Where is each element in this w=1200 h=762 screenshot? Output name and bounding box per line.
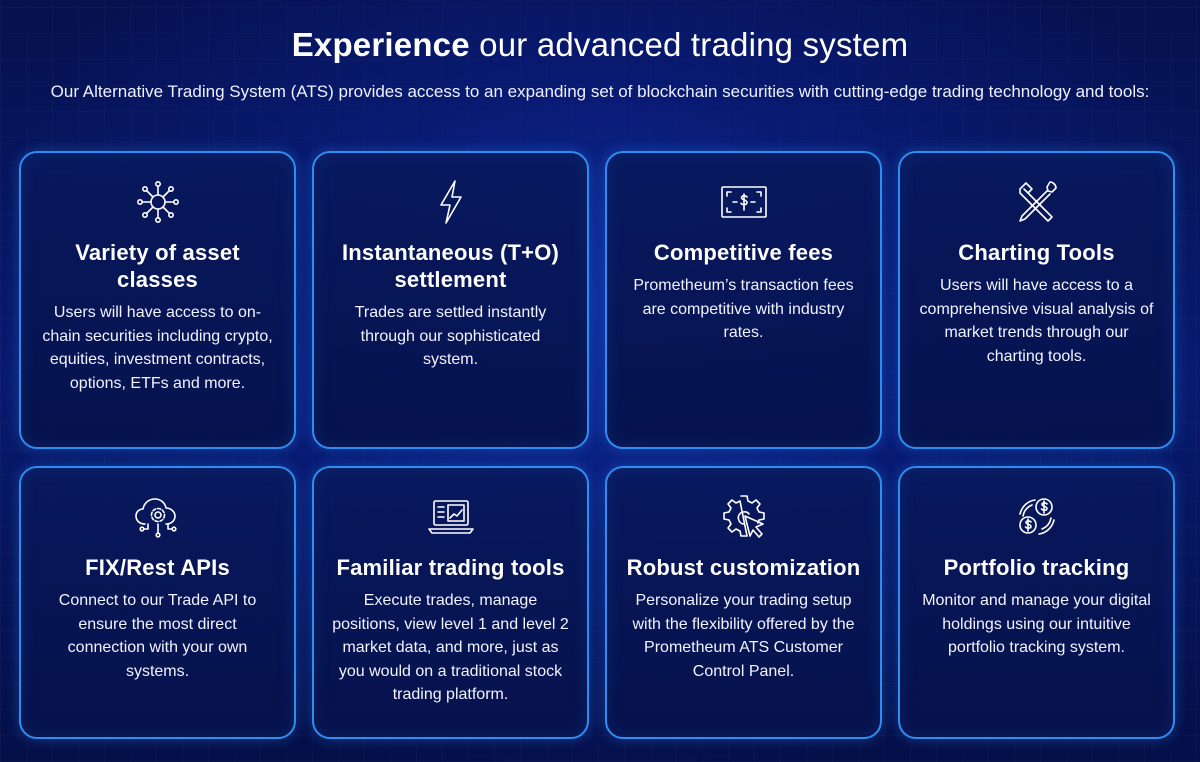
feature-card-asset-classes: Variety of asset classes Users will have… <box>19 151 296 449</box>
card-description: Personalize your trading setup with the … <box>632 592 855 680</box>
feature-card-customization: Robust customization Personalize your tr… <box>605 466 882 739</box>
card-description: Trades are settled instantly through our… <box>354 304 547 368</box>
card-title: FIX/Rest APIs <box>85 555 230 580</box>
card-title: Charting Tools <box>958 240 1115 265</box>
coins-cycle-icon <box>1012 492 1062 542</box>
crossed-tools-icon <box>1012 177 1062 227</box>
lightning-bolt-icon <box>426 177 476 227</box>
page-title-rest: our advanced trading system <box>469 26 909 63</box>
dollar-bill-icon <box>719 177 769 227</box>
card-description: Prometheum’s transaction fees are compet… <box>633 277 854 341</box>
gear-cursor-icon <box>719 492 769 542</box>
page-subtitle: Our Alternative Trading System (ATS) pro… <box>50 82 1150 101</box>
card-title: Instantaneous (T+O) settlement <box>341 240 560 292</box>
card-title: Familiar trading tools <box>336 555 565 580</box>
card-title: Portfolio tracking <box>943 555 1130 580</box>
page-title: Experience our advanced trading system <box>0 25 1200 65</box>
card-title: Variety of asset classes <box>75 240 240 292</box>
card-description: Execute trades, manage positions, view l… <box>332 592 569 703</box>
card-description: Monitor and manage your digital holdings… <box>922 592 1151 656</box>
card-description: Users will have access to on-chain secur… <box>42 304 273 392</box>
feature-card-portfolio: Portfolio tracking Monitor and manage yo… <box>898 466 1175 739</box>
feature-grid: Variety of asset classes Users will have… <box>19 151 1176 739</box>
feature-card-settlement: Instantaneous (T+O) settlement Trades ar… <box>312 151 589 449</box>
feature-card-apis: FIX/Rest APIs Connect to our Trade API t… <box>19 466 296 739</box>
card-title: Competitive fees <box>653 240 834 265</box>
feature-card-fees: Competitive fees Prometheum’s transactio… <box>605 151 882 449</box>
feature-card-trading-tools: Familiar trading tools Execute trades, m… <box>312 466 589 739</box>
page-header: Experience our advanced trading system O… <box>0 0 1200 103</box>
page-title-bold: Experience <box>291 26 470 63</box>
network-nodes-icon <box>133 177 183 227</box>
card-description: Users will have access to a comprehensiv… <box>919 277 1154 365</box>
laptop-chart-icon <box>426 492 476 542</box>
cloud-gear-icon <box>133 492 183 542</box>
card-title: Robust customization <box>626 555 861 580</box>
card-description: Connect to our Trade API to ensure the m… <box>58 592 257 680</box>
feature-card-charting: Charting Tools Users will have access to… <box>898 151 1175 449</box>
